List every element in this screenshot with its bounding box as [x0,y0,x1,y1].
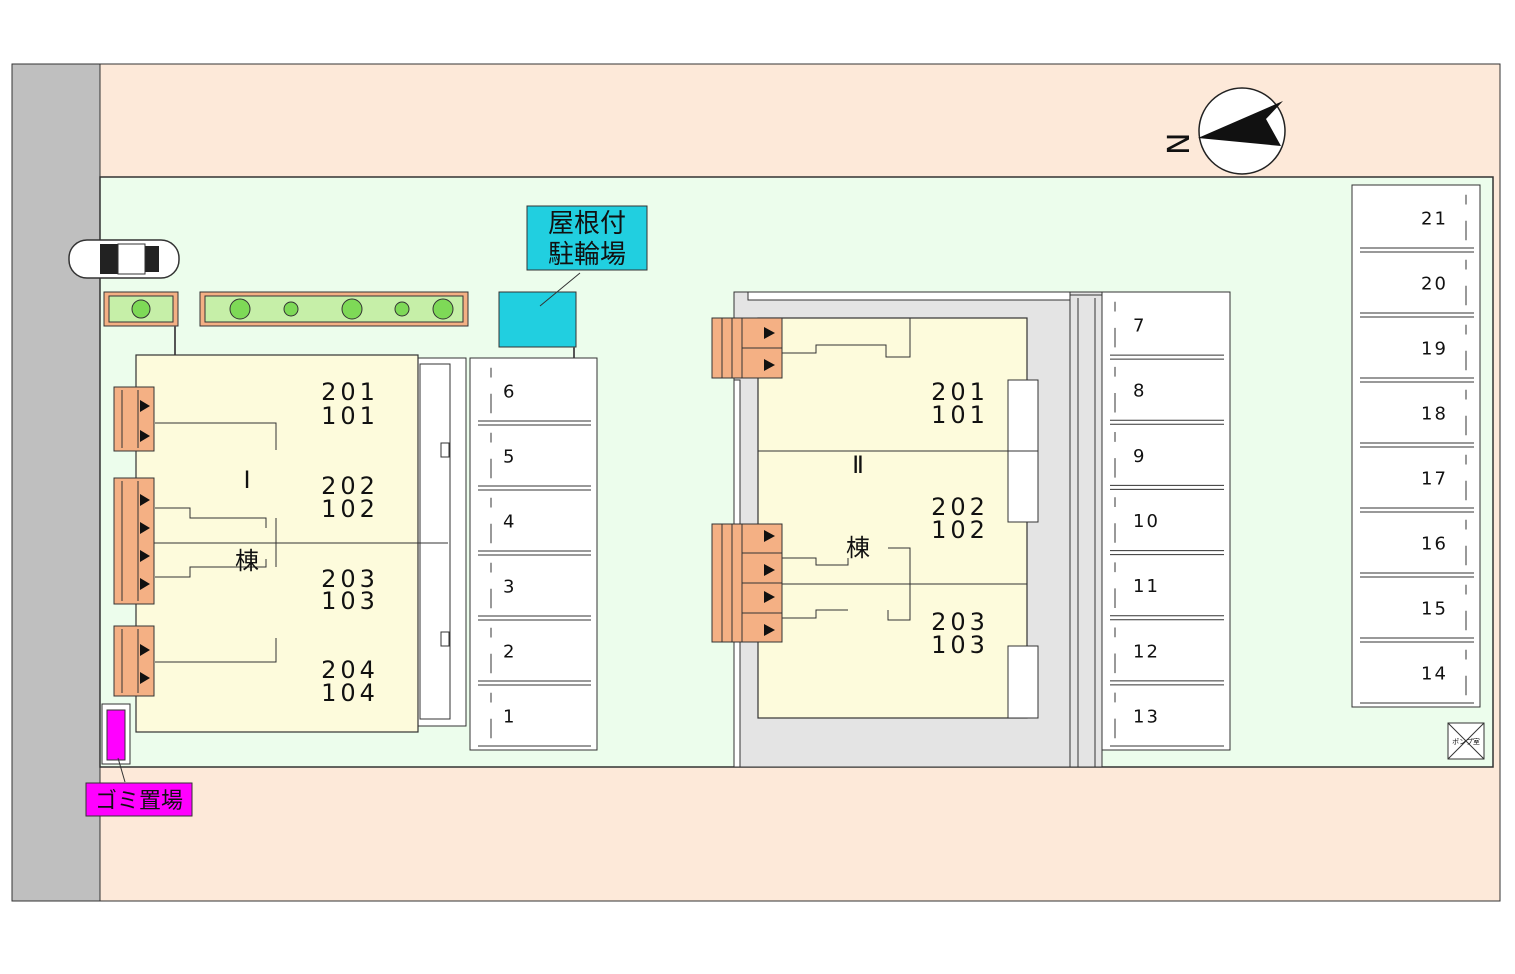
stair-arrow-icon [140,550,150,562]
building-1-roman: Ⅰ [243,466,250,494]
stair-arrow-icon [140,672,150,684]
parking-stall-number: 4 [503,512,516,533]
stair-arrow-icon [140,430,150,442]
b1-unit-lower: 103 [321,587,379,615]
parking-stall-number: 20 [1421,274,1448,295]
parking-lot-a: 6 5 4 3 2 1 [469,357,598,751]
building-1-suffix: 棟 [235,547,259,575]
building-2-entrance-a [711,317,783,379]
stair-arrow-icon [140,644,150,656]
parking-stall-number: 17 [1421,469,1448,490]
pump-room-label: ポンプ室 [1452,737,1480,746]
compass: N [1162,87,1286,175]
garbage-label: ゴミ置場 [95,789,183,814]
garbage-area: ゴミ置場 [85,703,193,817]
parking-stall-number: 8 [1133,381,1146,402]
parking-lot-c: 21 20 19 18 17 16 15 14 [1351,184,1481,708]
building-2: Ⅱ 棟 201 101 202 102 203 103 [711,291,1103,768]
tree-icon [229,298,251,320]
parking-stall-number: 16 [1421,534,1448,555]
b1-unit-upper: 204 [321,656,379,684]
building-1-entrance-a [113,386,155,452]
bike-parking-line1: 屋根付 [548,209,626,239]
stair-arrow-icon [764,530,775,542]
building-2-suffix: 棟 [846,534,870,562]
parking-stall-number: 21 [1421,209,1448,230]
stair-arrow-icon [764,359,775,371]
building-1-entrance-c [113,625,155,697]
parking-stall-number: 6 [503,382,516,403]
parking-stall-number: 15 [1421,599,1448,620]
compass-arrow-icon [1198,101,1283,146]
parking-stall-number: 14 [1421,664,1448,685]
parking-stall-number: 7 [1133,316,1146,337]
b2-unit-upper: 203 [931,608,989,636]
parking-stall-number: 9 [1133,446,1146,467]
parking-stall-number: 5 [503,447,516,468]
compass-label: N [1162,133,1197,155]
building-2-entrance-b [711,523,783,643]
tree-icon [131,299,151,319]
pump-room: ポンプ室 [1447,722,1485,760]
b2-unit-upper: 202 [931,493,989,521]
stair-arrow-icon [140,400,150,412]
parking-lot-b: 7 8 9 10 11 12 13 [1101,291,1231,751]
garbage-label-box [85,782,193,817]
parking-stall-number: 2 [503,642,516,663]
building-1: Ⅰ 棟 201 101 202 102 203 103 204 104 [113,354,467,733]
tree-icon [341,298,363,320]
stair-arrow-icon [764,564,775,576]
tree-icon [432,298,454,320]
b1-unit-lower: 104 [321,679,379,707]
building-1-entrance-b [113,477,155,605]
bike-parking: 屋根付 駐輪場 [498,205,648,358]
stair-arrow-icon [140,494,150,506]
building-2-roman: Ⅱ [852,451,864,479]
planter-small [103,291,179,327]
stair-arrow-icon [140,522,150,534]
stair-arrow-icon [764,327,775,339]
parking-stall-number: 11 [1133,576,1160,597]
parking-stall-number: 10 [1133,511,1160,532]
parking-stall-number: 12 [1133,641,1160,662]
parking-stall-number: 1 [503,707,516,728]
b2-unit-lower: 103 [931,631,989,659]
bike-parking-label-box [526,205,648,271]
stair-arrow-icon [764,624,775,636]
parking-stall-number: 18 [1421,404,1448,425]
b2-unit-lower: 101 [931,401,989,429]
car-icon [68,239,180,279]
b2-unit-lower: 102 [931,516,989,544]
road [11,63,101,902]
parking-stall-number: 19 [1421,339,1448,360]
b2-unit-upper: 201 [931,378,989,406]
tree-icon [394,301,410,317]
planter-long [199,291,469,327]
stair-arrow-icon [140,578,150,590]
b1-unit-upper: 203 [321,565,379,593]
parking-stall-number: 13 [1133,706,1160,727]
b1-unit-lower: 102 [321,495,379,523]
b1-unit-upper: 202 [321,472,379,500]
stair-arrow-icon [764,591,775,603]
bike-parking-line2: 駐輪場 [548,240,626,270]
bike-parking-area [498,291,577,348]
b1-unit-upper: 201 [321,378,379,406]
b1-unit-lower: 101 [321,402,379,430]
building-2-body [757,317,1028,719]
parking-stall-number: 3 [503,577,516,598]
tree-icon [283,301,299,317]
